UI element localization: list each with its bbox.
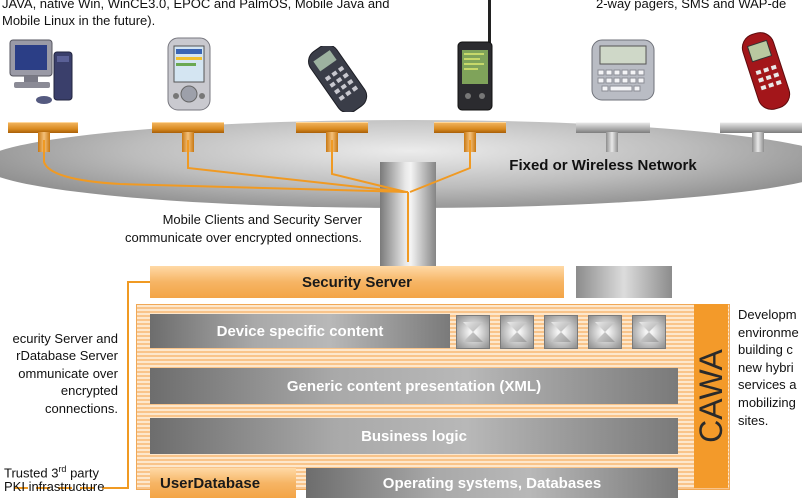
cawa-note-line-3: building c bbox=[738, 342, 793, 358]
two-way-pager-icon bbox=[588, 36, 660, 108]
db-note-line-5: connections. bbox=[45, 400, 118, 416]
device-content-layer: Device specific content bbox=[150, 314, 450, 348]
device-port-2 bbox=[152, 122, 224, 133]
cawa-badge: CAWA bbox=[693, 304, 729, 488]
palm-pda-icon bbox=[450, 0, 500, 112]
os-databases-layer: Operating systems, Databases bbox=[306, 468, 678, 498]
device-module-4 bbox=[588, 315, 622, 349]
device-port-4 bbox=[434, 122, 506, 133]
mobile-phone-icon bbox=[300, 46, 378, 112]
cawa-description-note: Developm environme building c new hybri … bbox=[738, 306, 799, 429]
db-note-line-1: ecurity Server and bbox=[12, 331, 119, 346]
security-server-module bbox=[576, 266, 672, 298]
device-module-1 bbox=[456, 315, 490, 349]
pagers-note: 2-way pagers, SMS and WAP-de bbox=[596, 0, 787, 11]
device-stem-5 bbox=[606, 132, 618, 152]
nokia-phone-icon bbox=[736, 28, 796, 114]
cawa-note-line-7: sites. bbox=[738, 412, 769, 428]
network-label: Fixed or Wireless Network bbox=[509, 157, 697, 174]
security-server-layer: Security Server bbox=[150, 266, 564, 298]
trusted-note-line-1: Trusted 3rd party bbox=[4, 461, 99, 481]
cawa-note-line-5: services a bbox=[738, 377, 797, 393]
cawa-note-line-6: mobilizing bbox=[738, 394, 796, 410]
db-note-line-4: encrypted bbox=[60, 383, 118, 399]
cawa-label: CAWA bbox=[693, 349, 729, 443]
generic-content-layer: Generic content presentation (XML) bbox=[150, 368, 678, 404]
pocket-pc-icon bbox=[165, 36, 215, 114]
db-note-line-2: rDatabase Server bbox=[16, 348, 118, 364]
db-connection-note: ecurity Server and rDatabase Server ommu… bbox=[0, 330, 119, 417]
device-stem-6 bbox=[752, 132, 764, 152]
db-note-line-3: ommunicate over bbox=[18, 365, 118, 381]
cawa-note-line-1: Developm bbox=[738, 307, 797, 322]
clients-note-line-2: Mobile Linux in the future). bbox=[2, 13, 156, 28]
user-database-layer: UserDatabase bbox=[150, 468, 296, 498]
trusted-text-b: party bbox=[66, 465, 99, 481]
cawa-note-line-4: new hybri bbox=[738, 359, 794, 375]
device-port-5 bbox=[576, 122, 650, 133]
device-module-2 bbox=[500, 315, 534, 349]
trusted-text-a: Trusted 3 bbox=[4, 465, 59, 481]
device-port-6 bbox=[720, 122, 802, 133]
desktop-computer-icon bbox=[4, 38, 84, 110]
encrypted-note-line-2: communicate over encrypted onnections. bbox=[124, 230, 362, 245]
device-port-3 bbox=[296, 122, 368, 133]
encrypted-note-line-1: Mobile Clients and Security Server bbox=[162, 212, 362, 227]
trusted-note-line-2: PKI infrastructure bbox=[4, 479, 105, 494]
clients-note-line-1: JAVA, native Win, WinCE3.0, EPOC and Pal… bbox=[2, 0, 390, 11]
business-logic-layer: Business logic bbox=[150, 418, 678, 454]
device-port-1 bbox=[8, 122, 78, 133]
trusted-superscript: rd bbox=[58, 464, 67, 474]
device-module-5 bbox=[632, 315, 666, 349]
device-module-3 bbox=[544, 315, 578, 349]
cawa-note-line-2: environme bbox=[738, 324, 799, 340]
